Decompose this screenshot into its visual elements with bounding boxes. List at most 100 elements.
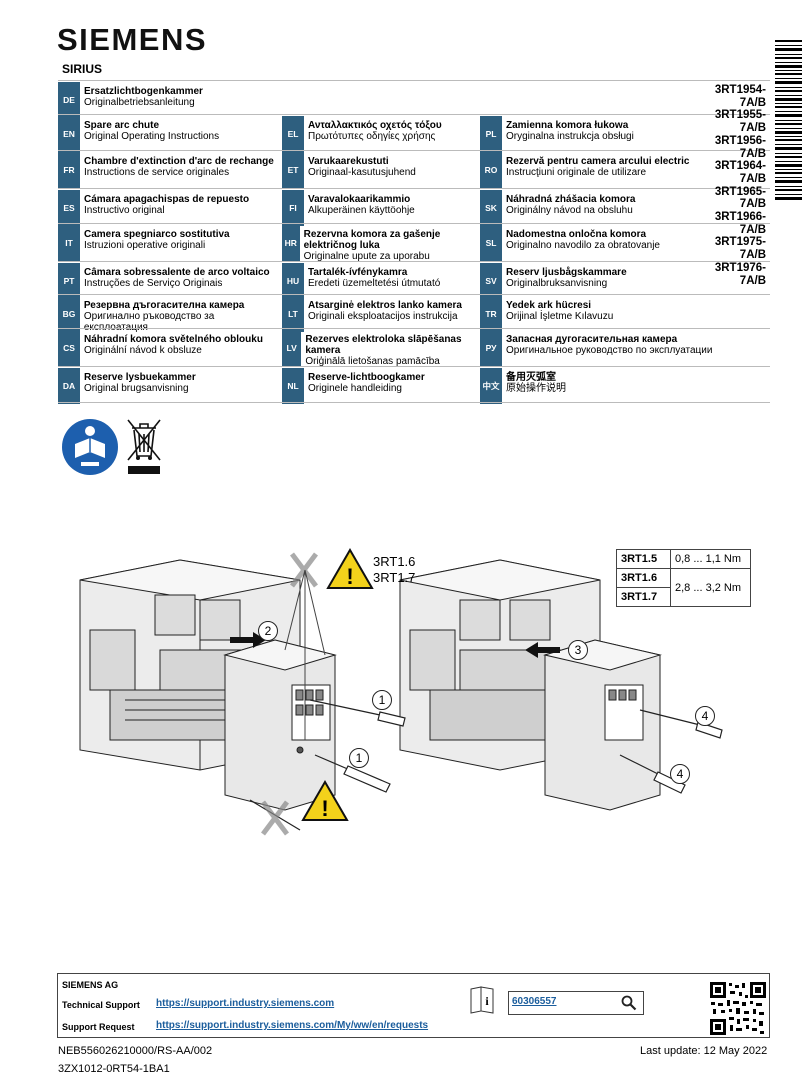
document-search-box[interactable]: 60306557 [508,991,644,1015]
row-divider [58,366,770,367]
series-label: SIRIUS [62,62,103,76]
language-title: Reserve-lichtboogkamer [308,372,425,383]
row-divider [58,294,770,295]
language-title: Запасная дугогасительная камера [506,334,678,345]
torque-value: 2,8 ... 3,2 Nm [670,568,751,607]
language-subtitle: Istruzioni operative originali [84,240,206,251]
row-divider [58,114,770,115]
warning-label-3rt16: 3RT1.6 [373,554,416,569]
step-3-marker: 3 [568,640,588,660]
language-code: РУ [480,330,502,366]
language-subtitle: Instrucţiuni originale de utilizare [506,167,647,178]
language-subtitle: Originalbruksanvisning [506,278,608,289]
support-request-label: Support Request [62,1022,135,1032]
table-row: 3RT1.6 2,8 ... 3,2 Nm [616,568,751,607]
row-divider [58,223,770,224]
language-code: EL [282,116,304,152]
tech-support-link[interactable]: https://support.industry.siemens.com [156,998,335,1009]
language-title: Chambre d'extinction d'arc de rechange [84,156,274,167]
language-title: Reserv ljusbågskammare [506,267,627,278]
language-subtitle: Originalno navodilo za obratovanje [506,240,660,251]
language-code: CS [58,330,80,366]
language-code: SV [480,263,502,299]
product-code: 3RT1964-7A/B [714,160,766,185]
language-subtitle: Оригинальное руководство по эксплуатации [506,345,713,356]
product-code: 3RT1965-7A/B [714,185,766,211]
language-code: HR [282,225,300,261]
language-subtitle: Оригинално ръководство за експлоатация [83,311,215,333]
torque-model: 3RT1.5 [616,549,671,569]
language-title: Náhradní komora světelného oblouku [84,334,263,345]
language-title: Tartalék-ívfénykamra [308,267,408,278]
language-title: Varukaarekustuti [308,156,389,167]
language-code: BG [58,296,80,332]
language-subtitle: Oryginalna instrukcja obsługi [506,131,634,142]
last-update: Last update: 12 May 2022 [640,1045,768,1057]
barcode-icon [775,40,802,200]
document-id-link[interactable]: 60306557 [512,996,557,1007]
language-code: ET [282,152,304,188]
support-request-link[interactable]: https://support.industry.siemens.com/My/… [156,1020,429,1031]
language-code: 中文 [480,368,502,404]
product-code: 3RT1954-7A/B [714,84,766,109]
language-subtitle: Πρωτότυπες οδηγίες χρήσης [308,131,436,142]
order-number: 3ZX1012-0RT54-1BA1 [58,1063,170,1075]
language-title: Reserve lysbuekammer [84,372,196,383]
language-text: Rezervna komora za gašenje električnog l… [300,225,476,262]
svg-text:i: i [485,994,489,1008]
language-text: 备用灭弧室原始操作说明 [502,368,566,404]
support-box [57,973,770,1038]
language-subtitle: Original Operating Instructions [84,131,220,142]
language-row-3-7: 中文备用灭弧室原始操作说明 [480,368,770,404]
language-title: Varavalokaarikammio [308,194,411,205]
language-subtitle: Originálny návod na obsluhu [506,205,633,216]
table-row: 3RT1.5 0,8 ... 1,1 Nm [616,549,751,569]
language-title: Camera spegniarco sostitutiva [84,229,230,240]
warning-label-3rt17: 3RT1.7 [373,570,416,585]
language-code: PT [58,263,80,299]
step-1-marker: 1 [372,690,392,710]
product-code: 3RT1975-7A/B [714,236,766,262]
language-code: IT [58,225,80,261]
language-title: Yedek ark hücresi [506,300,592,311]
language-title: 备用灭弧室 [506,372,556,383]
language-title: Nadomestna onločna komora [506,229,647,240]
search-icon[interactable] [621,995,637,1011]
language-code: SL [480,225,502,261]
language-subtitle: Originali eksploatacijos instrukcija [308,311,458,322]
language-code: LT [282,296,304,332]
row-divider [58,150,770,151]
language-subtitle: Alkuperäinen käyttöohje [308,205,415,216]
product-codes: 3RT1954-7A/B 3RT1955-7A/B 3RT1956-7A/B 3… [692,84,766,287]
product-code: 3RT1966-7A/B [714,211,766,236]
language-title: Cámara apagachispas de repuesto [84,194,250,205]
language-code: DA [58,368,80,404]
language-subtitle: Orijinal İşletme Kılavuzu [506,311,614,322]
language-subtitle: Original brugsanvisning [84,383,189,394]
step-4-marker: 4 [695,706,715,726]
